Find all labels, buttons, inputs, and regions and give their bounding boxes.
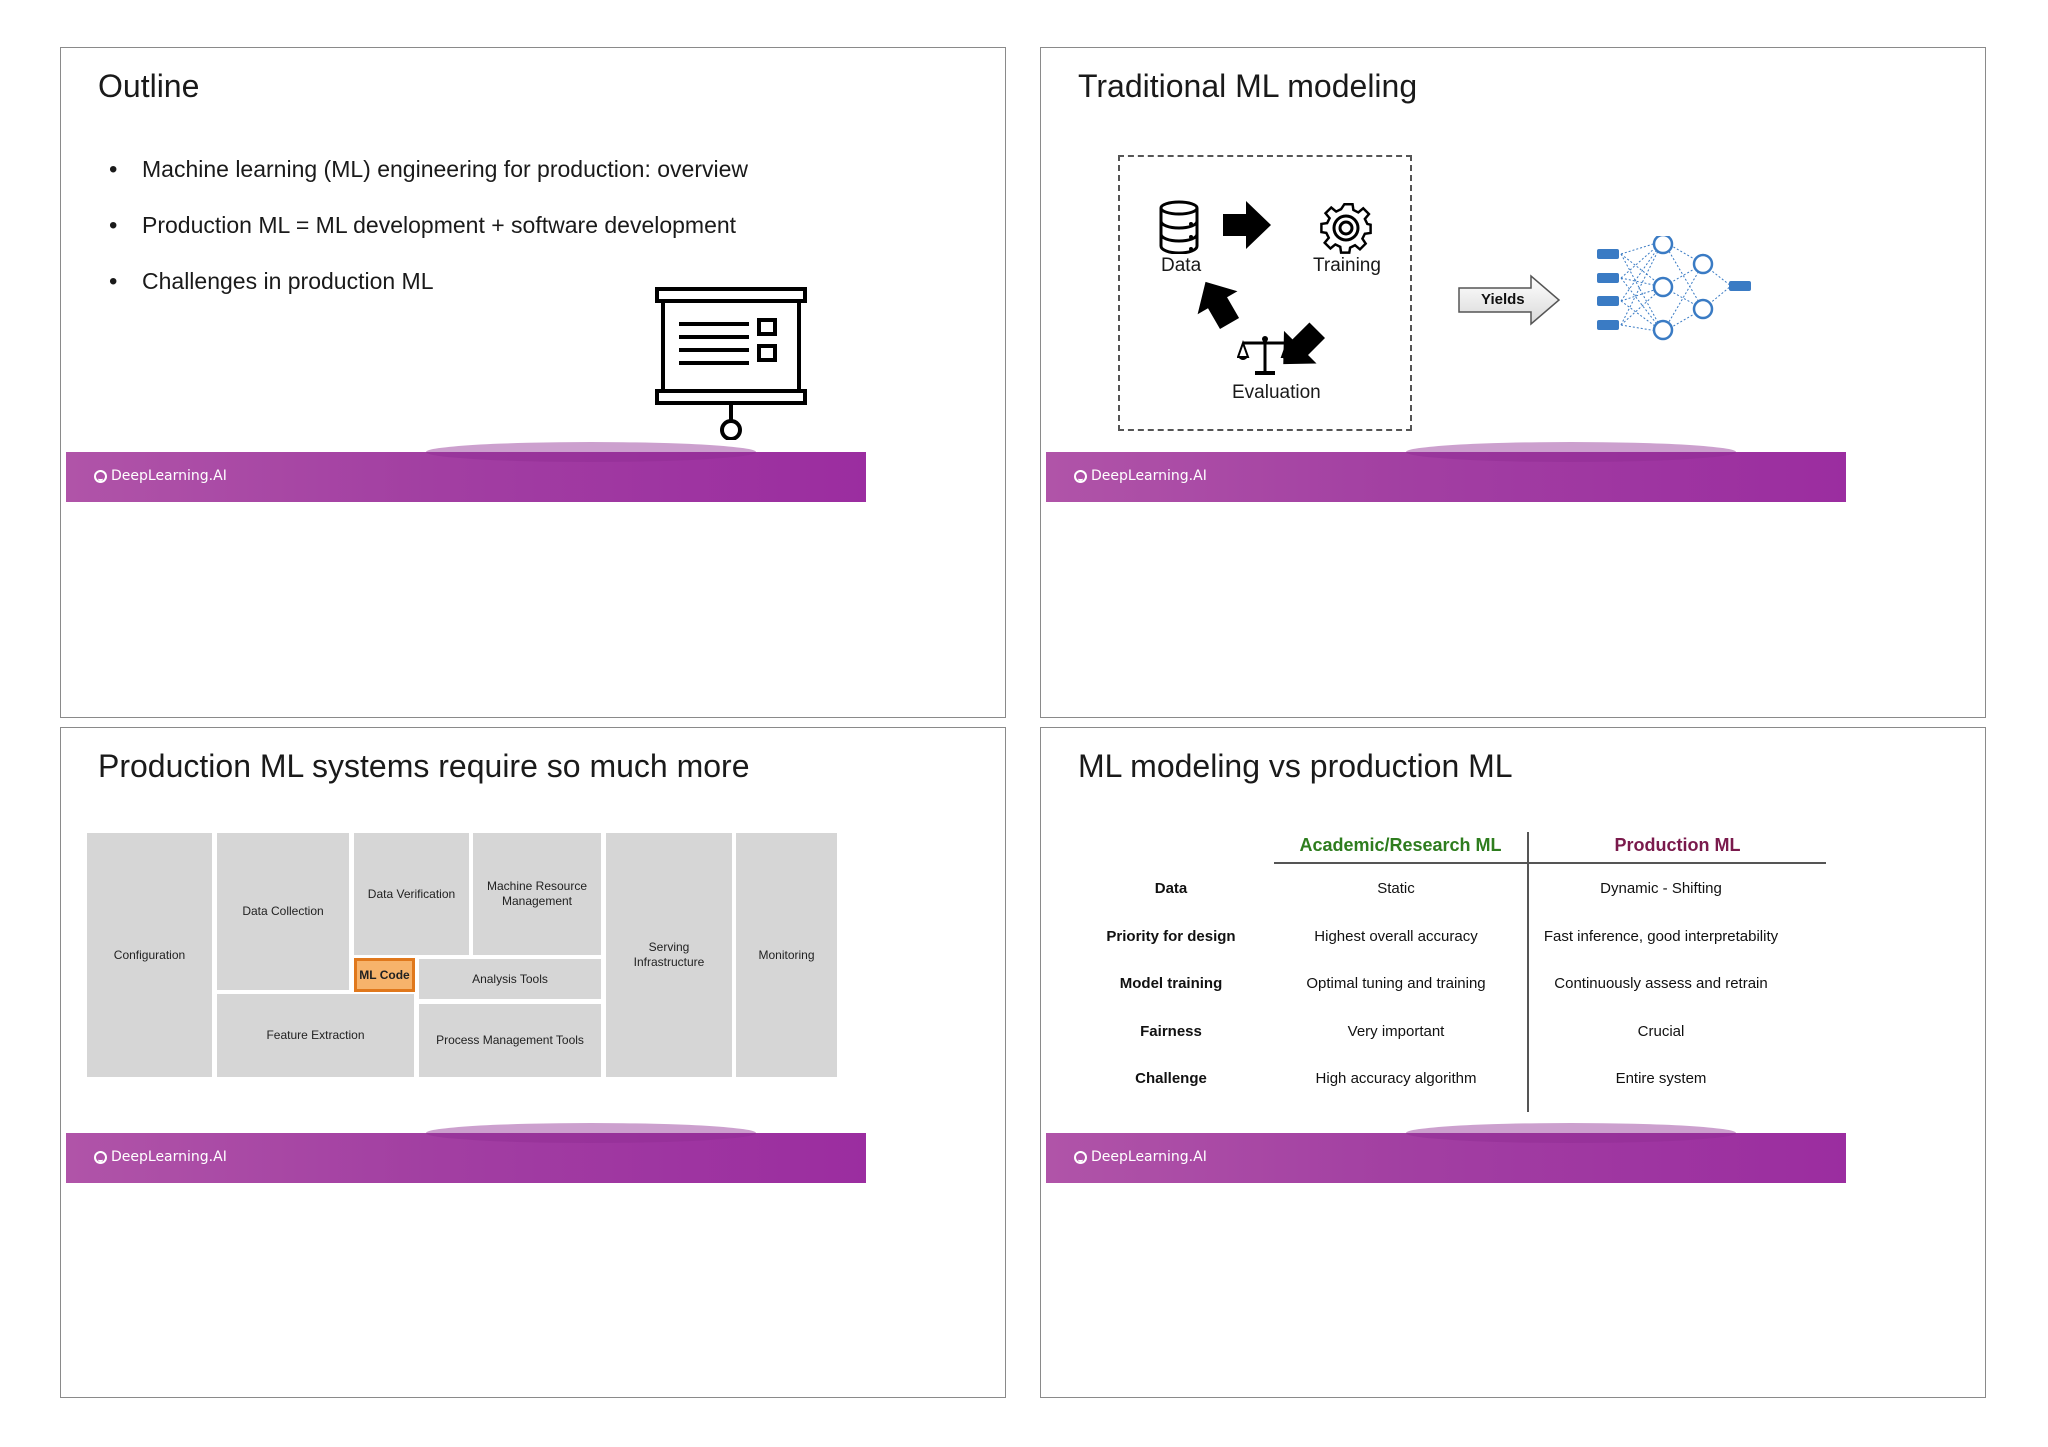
slide-title: Production ML systems require so much mo… (98, 748, 750, 784)
presentation-board-icon (655, 287, 807, 440)
cell-production: Crucial (1637, 1023, 1685, 1040)
block-data-collection: Data Collection (217, 833, 349, 990)
gear-icon (1320, 202, 1372, 254)
block-ml-code: ML Code (354, 958, 415, 992)
cell-production: Entire system (1615, 1070, 1707, 1087)
brand-logo-icon (1074, 469, 1087, 483)
cycle-label-training: Training (1313, 255, 1381, 276)
footer-bar: DeepLearning.AI (66, 442, 866, 502)
row-label: Priority for design (1106, 928, 1236, 945)
slide-outline: Outline Machine learning (ML) engineerin… (60, 47, 1006, 718)
cell-production: Fast inference, good interpretability (1543, 928, 1779, 945)
cell-academic: Very important (1347, 1023, 1445, 1040)
block-data-verification: Data Verification (354, 833, 469, 955)
brand: DeepLearning.AI (94, 468, 227, 484)
bullet-item: Production ML = ML development + softwar… (109, 212, 748, 268)
column-header-academic: Academic/Research ML (1299, 835, 1502, 855)
block-analysis-tools: Analysis Tools (419, 959, 601, 999)
brand-logo-icon (94, 1150, 107, 1164)
footer-bar: DeepLearning.AI (1046, 1123, 1846, 1183)
block-machine-resource-management: Machine Resource Management (473, 833, 601, 955)
arrow-right-icon (1223, 201, 1271, 249)
cell-academic: High accuracy algorithm (1315, 1070, 1477, 1087)
cell-production: Continuously assess and retrain (1554, 975, 1768, 992)
cycle-label-evaluation: Evaluation (1232, 382, 1321, 403)
block-serving-infrastructure: Serving Infrastructure (606, 833, 732, 1077)
brand-name: DeepLearning.AI (111, 468, 227, 484)
brand: DeepLearning.AI (1074, 468, 1207, 484)
bullet-item: Machine learning (ML) engineering for pr… (109, 156, 748, 212)
row-label: Model training (1119, 975, 1223, 992)
column-header-production: Production ML (1614, 835, 1741, 855)
cycle-label-data: Data (1161, 255, 1202, 276)
cell-production: Dynamic - Shifting (1600, 880, 1722, 897)
brand-name: DeepLearning.AI (1091, 468, 1207, 484)
row-label: Challenge (1135, 1070, 1207, 1087)
slide-title: Traditional ML modeling (1078, 68, 1418, 104)
block-process-management-tools: Process Management Tools (419, 1004, 601, 1077)
slide-traditional-ml: Traditional ML modeling Data Training Ev… (1040, 47, 1986, 718)
cell-academic: Optimal tuning and training (1306, 975, 1486, 992)
cell-academic: Static (1377, 880, 1415, 897)
bullet-item: Challenges in production ML (109, 268, 748, 324)
brand-name: DeepLearning.AI (111, 1149, 227, 1165)
brand: DeepLearning.AI (94, 1149, 227, 1165)
block-configuration: Configuration (87, 833, 212, 1077)
bullet-list: Machine learning (ML) engineering for pr… (109, 156, 748, 324)
yields-arrow-icon (1458, 274, 1561, 326)
yields-label: Yields (1481, 291, 1525, 308)
arrow-down-left-icon (1283, 322, 1325, 365)
slide-ml-vs-production: ML modeling vs production ML Academic/Re… (1040, 727, 1986, 1398)
row-label: Data (1154, 880, 1188, 897)
brand-logo-icon (94, 469, 107, 483)
neural-network-icon (1597, 236, 1751, 341)
column-divider (1527, 832, 1529, 1112)
header-divider (1274, 862, 1826, 864)
slide-production-ml-systems: Production ML systems require so much mo… (60, 727, 1006, 1398)
footer-bar: DeepLearning.AI (66, 1123, 866, 1183)
ml-cycle-box (1118, 155, 1412, 431)
block-feature-extraction: Feature Extraction (217, 994, 414, 1077)
slide-title: Outline (98, 68, 200, 104)
slide-title: ML modeling vs production ML (1078, 748, 1513, 784)
database-icon (1159, 200, 1199, 254)
brand-name: DeepLearning.AI (1091, 1149, 1207, 1165)
cycle-arrows (1197, 201, 1325, 365)
brand: DeepLearning.AI (1074, 1149, 1207, 1165)
block-monitoring: Monitoring (736, 833, 837, 1077)
brand-logo-icon (1074, 1150, 1087, 1164)
cell-academic: Highest overall accuracy (1314, 928, 1478, 945)
footer-bar: DeepLearning.AI (1046, 442, 1846, 502)
balance-scale-icon (1237, 336, 1293, 375)
row-label: Fairness (1140, 1023, 1202, 1040)
arrow-up-left-icon (1197, 281, 1240, 329)
